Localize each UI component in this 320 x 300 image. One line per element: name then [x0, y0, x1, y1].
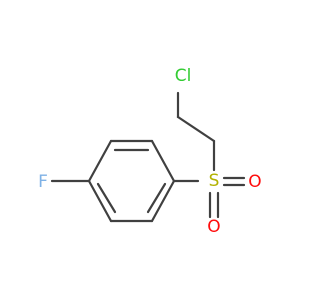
ring-bond-bottom-right [150, 179, 176, 223]
oxygen-bottom-label: O [207, 217, 220, 237]
chlorine-label: Cl [175, 66, 192, 86]
ring-bond-top-right [150, 139, 176, 183]
oxygen-right-label: O [248, 172, 261, 192]
fluorine-label: F [38, 172, 48, 192]
ring-bond-top-left [87, 139, 113, 183]
ring-bond-bottom-left [87, 179, 113, 223]
molecule-structure: Cl S O O F [38, 66, 262, 237]
sulfur-label: S [209, 171, 220, 191]
ring-inner-bond-bottom-left [96, 182, 117, 214]
ring-inner-bond-bottom-right [146, 182, 167, 214]
carbon-carbon-bond [176, 115, 216, 143]
